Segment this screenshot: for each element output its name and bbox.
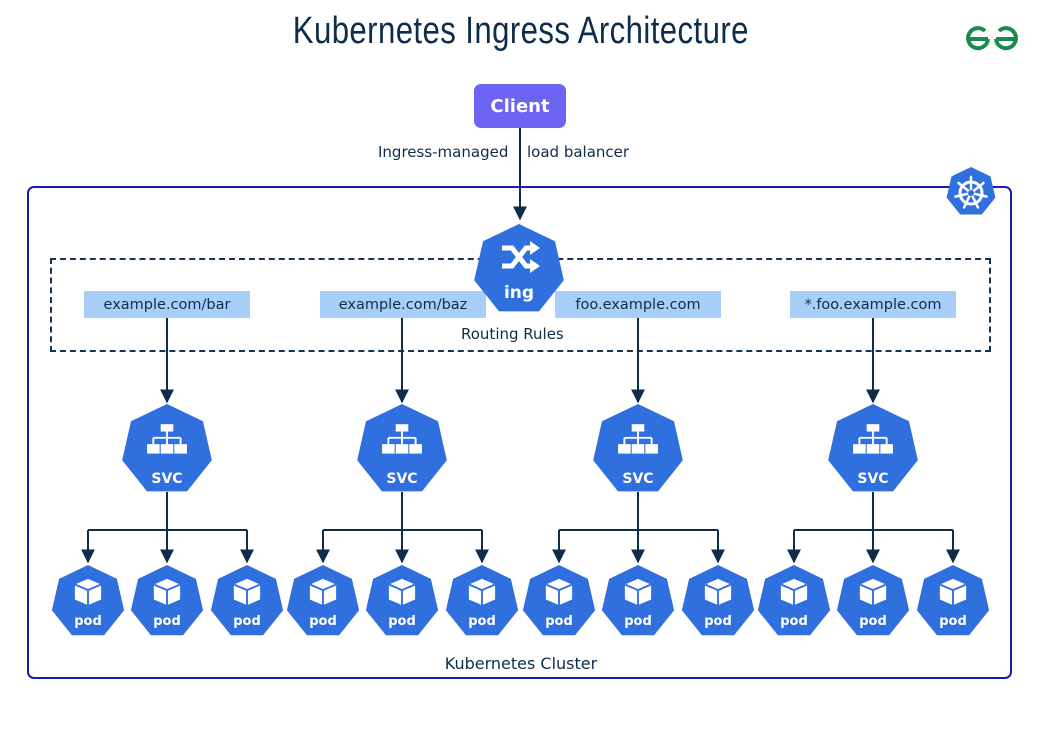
service-group: SVC pod pod pod xyxy=(51,318,284,636)
ingress-label: ing xyxy=(504,283,534,303)
gfg-logo-icon xyxy=(966,26,1018,51)
cluster-label: Kubernetes Cluster xyxy=(444,654,598,673)
pod-label: pod xyxy=(704,614,732,629)
routing-rules-label: Routing Rules xyxy=(461,325,564,343)
route-rule-wildcard-foo[interactable]: *.foo.example.com xyxy=(790,291,956,318)
pod-label: pod xyxy=(468,614,496,629)
pod-node[interactable]: pod xyxy=(757,565,831,636)
pod-node[interactable]: pod xyxy=(286,565,360,636)
route-rule-bar[interactable]: example.com/bar xyxy=(84,291,250,318)
pod-node[interactable]: pod xyxy=(601,565,675,636)
service-group: SVC pod pod pod xyxy=(757,318,990,636)
pod-label: pod xyxy=(780,614,808,629)
load-balancer-label-left: Ingress-managed xyxy=(378,143,509,161)
kubernetes-wheel-icon xyxy=(946,167,996,215)
pod-label: pod xyxy=(859,614,887,629)
pod-label: pod xyxy=(309,614,337,629)
pod-label: pod xyxy=(939,614,967,629)
service-label: SVC xyxy=(151,471,182,487)
pod-node[interactable]: pod xyxy=(916,565,990,636)
pod-label: pod xyxy=(74,614,102,629)
ingress-node[interactable]: ing xyxy=(474,224,564,312)
pod-node[interactable]: pod xyxy=(681,565,755,636)
service-group: SVC pod pod pod xyxy=(286,318,519,636)
service-node[interactable]: SVC xyxy=(122,404,212,492)
pod-node[interactable]: pod xyxy=(210,565,284,636)
shuffle-icon xyxy=(502,241,540,273)
service-label: SVC xyxy=(857,471,888,487)
pod-node[interactable]: pod xyxy=(130,565,204,636)
load-balancer-label-right: load balancer xyxy=(527,143,630,161)
pod-label: pod xyxy=(233,614,261,629)
route-rule-baz[interactable]: example.com/baz xyxy=(320,291,486,318)
pod-node[interactable]: pod xyxy=(365,565,439,636)
service-label: SVC xyxy=(386,471,417,487)
route-rule-foo[interactable]: foo.example.com xyxy=(555,291,721,318)
client-node[interactable]: Client xyxy=(474,84,566,128)
ingress-heptagon xyxy=(474,224,564,312)
pod-label: pod xyxy=(545,614,573,629)
pod-node[interactable]: pod xyxy=(51,565,125,636)
service-node[interactable]: SVC xyxy=(357,404,447,492)
service-group: SVC pod pod pod xyxy=(522,318,755,636)
pod-node[interactable]: pod xyxy=(522,565,596,636)
pod-label: pod xyxy=(153,614,181,629)
pod-label: pod xyxy=(388,614,416,629)
service-node[interactable]: SVC xyxy=(593,404,683,492)
title-area: Kubernetes Ingress Architecture xyxy=(0,0,1042,70)
page-title: Kubernetes Ingress Architecture xyxy=(292,10,749,52)
pod-node[interactable]: pod xyxy=(445,565,519,636)
pod-label: pod xyxy=(624,614,652,629)
pod-node[interactable]: pod xyxy=(836,565,910,636)
service-label: SVC xyxy=(622,471,653,487)
service-node[interactable]: SVC xyxy=(828,404,918,492)
